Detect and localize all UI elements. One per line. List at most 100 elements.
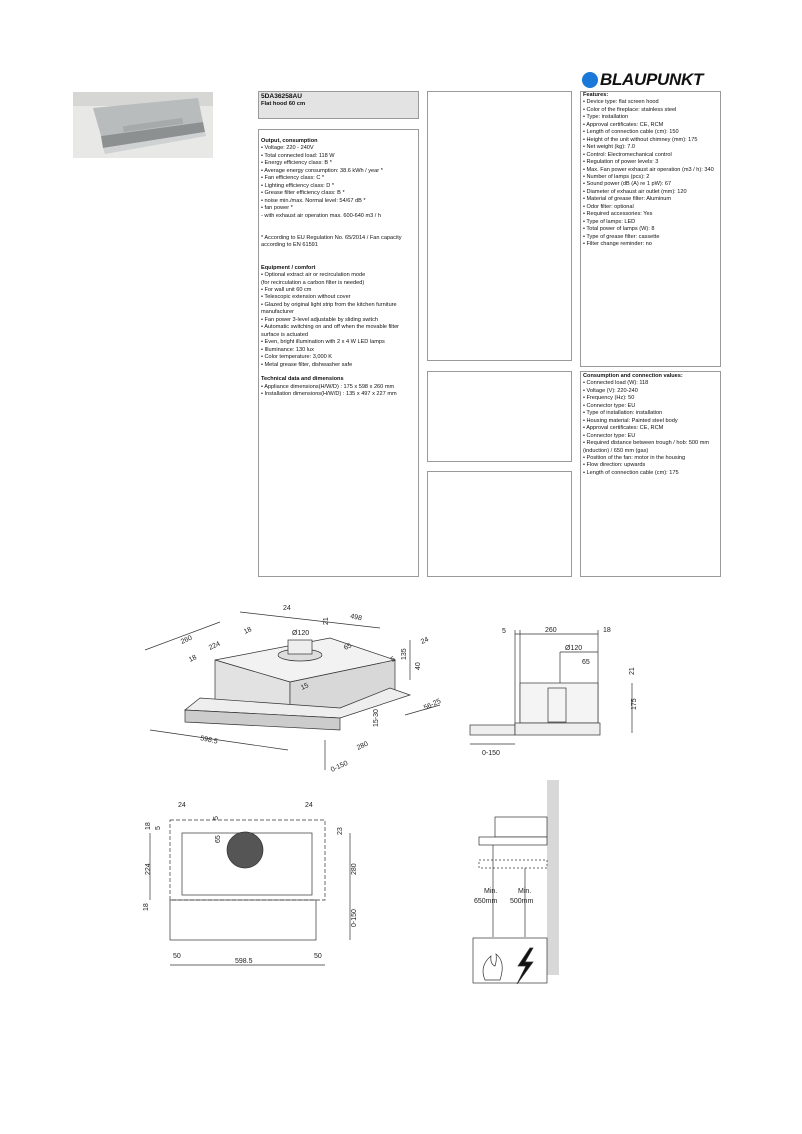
dimension-label: 5	[155, 826, 162, 830]
list-item: • Average energy consumption: 38.6 kWh /…	[261, 167, 383, 174]
list-item: • Length of connection cable (cm): 150	[583, 129, 679, 136]
list-item: (induction) / 650 mm (gas)	[583, 447, 649, 454]
product-header: 5DA36258AU Flat hood 60 cm	[258, 91, 419, 119]
list-item: • Housing material: Painted steel body	[583, 417, 678, 424]
empty-box-2	[427, 371, 572, 462]
dimension-label: 224	[208, 640, 222, 651]
list-item: • Type of grease filter: cassette	[583, 233, 660, 240]
dimension-label: 280	[356, 740, 370, 751]
list-item: • Telescopic extension without cover	[261, 294, 351, 301]
dimension-label: 24	[420, 636, 430, 646]
list-item: • Position of the fan: motor in the hous…	[583, 454, 686, 461]
product-photo	[73, 92, 213, 158]
features-heading: Features:	[583, 92, 609, 98]
list-item: • Number of lamps (pcs): 2	[583, 173, 650, 180]
consumption-box: Consumption and connection values: • Con…	[580, 371, 721, 577]
list-item: • fan power *	[261, 205, 293, 212]
list-item: • Total power of lamps (W): 8	[583, 226, 655, 233]
list-item: • Even, bright illumination with 2 x 4 W…	[261, 339, 385, 346]
list-item: • Length of connection cable (cm): 175	[583, 469, 679, 476]
model-number: 5DA36258AU	[261, 93, 303, 100]
blaupunkt-logo: BLAUPUNKT	[581, 70, 721, 90]
electric-bolt-icon	[516, 947, 534, 985]
dimension-label: 65	[343, 642, 353, 652]
list-item: • Approval certificates: CE, RCM	[583, 425, 664, 432]
empty-box-1	[427, 91, 572, 361]
list-item: • Odor filter: optional	[583, 203, 634, 210]
list-item: • Voltage: 220 - 240V	[261, 145, 314, 152]
list-item: • Fan efficiency class: C *	[261, 175, 325, 182]
list-item: • Type: installation	[583, 114, 629, 121]
dimension-label: 18	[603, 627, 611, 634]
list-item: • Appliance dimensions(H/W/D) : 175 x 59…	[261, 383, 395, 390]
dimension-label: 260	[180, 634, 194, 645]
dimension-label: 18	[143, 903, 150, 911]
list-item: • Max. Fan power exhaust air operation (…	[583, 166, 714, 173]
technical-list: • Appliance dimensions(H/W/D) : 175 x 59…	[261, 384, 416, 399]
dimension-label: 24	[178, 802, 186, 809]
list-item: • Energy efficiency class: B *	[261, 160, 332, 167]
list-item: - with exhaust air operation max. 600-64…	[261, 212, 382, 219]
logo-wordmark: BLAUPUNKT	[600, 70, 704, 89]
list-item: • Automatic switching on and off when th…	[261, 324, 400, 331]
features-box: Features: • Device type: flat screen hoo…	[580, 91, 721, 367]
list-item: • Filter change reminder: no	[583, 241, 652, 248]
dimension-label: 135	[401, 648, 408, 660]
list-item: • For wall unit 60 cm	[261, 287, 312, 293]
equipment-heading: Equipment / comfort	[261, 264, 316, 271]
list-item: • Type of installation: installation	[583, 410, 663, 417]
consumption-heading: Consumption and connection values:	[583, 373, 683, 379]
list-item: • Height of the unit without chimney (mm…	[583, 136, 698, 143]
dimension-label: 40	[415, 662, 422, 670]
list-item: • Grease filter efficiency class: B *	[261, 190, 345, 197]
dimension-label: 0-150	[351, 909, 358, 927]
list-item: • Approval certificates: CE, RCM	[583, 121, 664, 128]
dimension-label: 598.5	[200, 735, 219, 746]
dimension-label: Ø120	[292, 630, 309, 637]
consumption-list: • Connected load (W): 118• Voltage (V): …	[583, 380, 718, 477]
list-item: • Glazed by original light strip from th…	[261, 301, 397, 308]
list-item: • Connector type: EU	[583, 402, 636, 409]
description-box: Output, consumption • Voltage: 220 - 240…	[258, 129, 419, 577]
list-item: • Optional extract air or recirculation …	[261, 272, 366, 279]
dimension-label: 65	[582, 659, 590, 666]
output-heading: Output, consumption	[261, 138, 318, 144]
dimension-label: 50	[173, 953, 181, 960]
dimension-label: 15-30	[373, 709, 380, 727]
list-item: • Frequency (Hz): 50	[583, 395, 635, 402]
footnote-2: according to EN 61591	[261, 242, 318, 249]
list-item: • Regulation of power levels: 3	[583, 159, 659, 166]
list-item: surface is actuated	[261, 331, 308, 338]
list-item: • Type of lamps: LED	[583, 218, 636, 225]
list-item: • Metal grease filter, dishwasher safe	[261, 361, 353, 368]
list-item: • Connector type: EU	[583, 432, 636, 439]
features-list: • Device type: flat screen hood• Color o…	[583, 99, 718, 248]
dimension-label: 18	[243, 626, 253, 636]
dimension-label: 65	[215, 835, 222, 843]
list-item: • Lighting efficiency class: D *	[261, 182, 335, 189]
dimension-label: 0-150	[482, 750, 500, 757]
product-subtitle: Flat hood 60 cm	[261, 101, 306, 107]
installation-clearance-drawing: Min. 650mm Min. 500mm	[472, 780, 559, 985]
list-item: • Color temperature: 3,000 K	[261, 354, 332, 361]
technical-heading: Technical data and dimensions	[261, 376, 344, 383]
dimension-label: 24	[305, 802, 313, 809]
dimension-label: 260	[545, 627, 557, 634]
list-item: • Required accessories: Yes	[583, 211, 653, 218]
dimension-label: Ø120	[565, 645, 582, 652]
list-item: • Sound power (dB (A) re 1 pW): 67	[583, 181, 672, 188]
induction-distance-label: 500mm	[510, 898, 534, 905]
min-label-1: Min.	[484, 888, 497, 895]
dimension-label: 21	[323, 617, 330, 625]
list-item: • Required distance between trough / hob…	[583, 440, 710, 447]
empty-box-3	[427, 471, 572, 577]
dimension-label: 15	[300, 682, 310, 692]
dimension-label: 23	[337, 827, 344, 835]
list-item: • Control: Electromechanical control	[583, 151, 672, 158]
dimension-label: 5	[502, 628, 506, 635]
gas-distance-label: 650mm	[474, 898, 498, 905]
